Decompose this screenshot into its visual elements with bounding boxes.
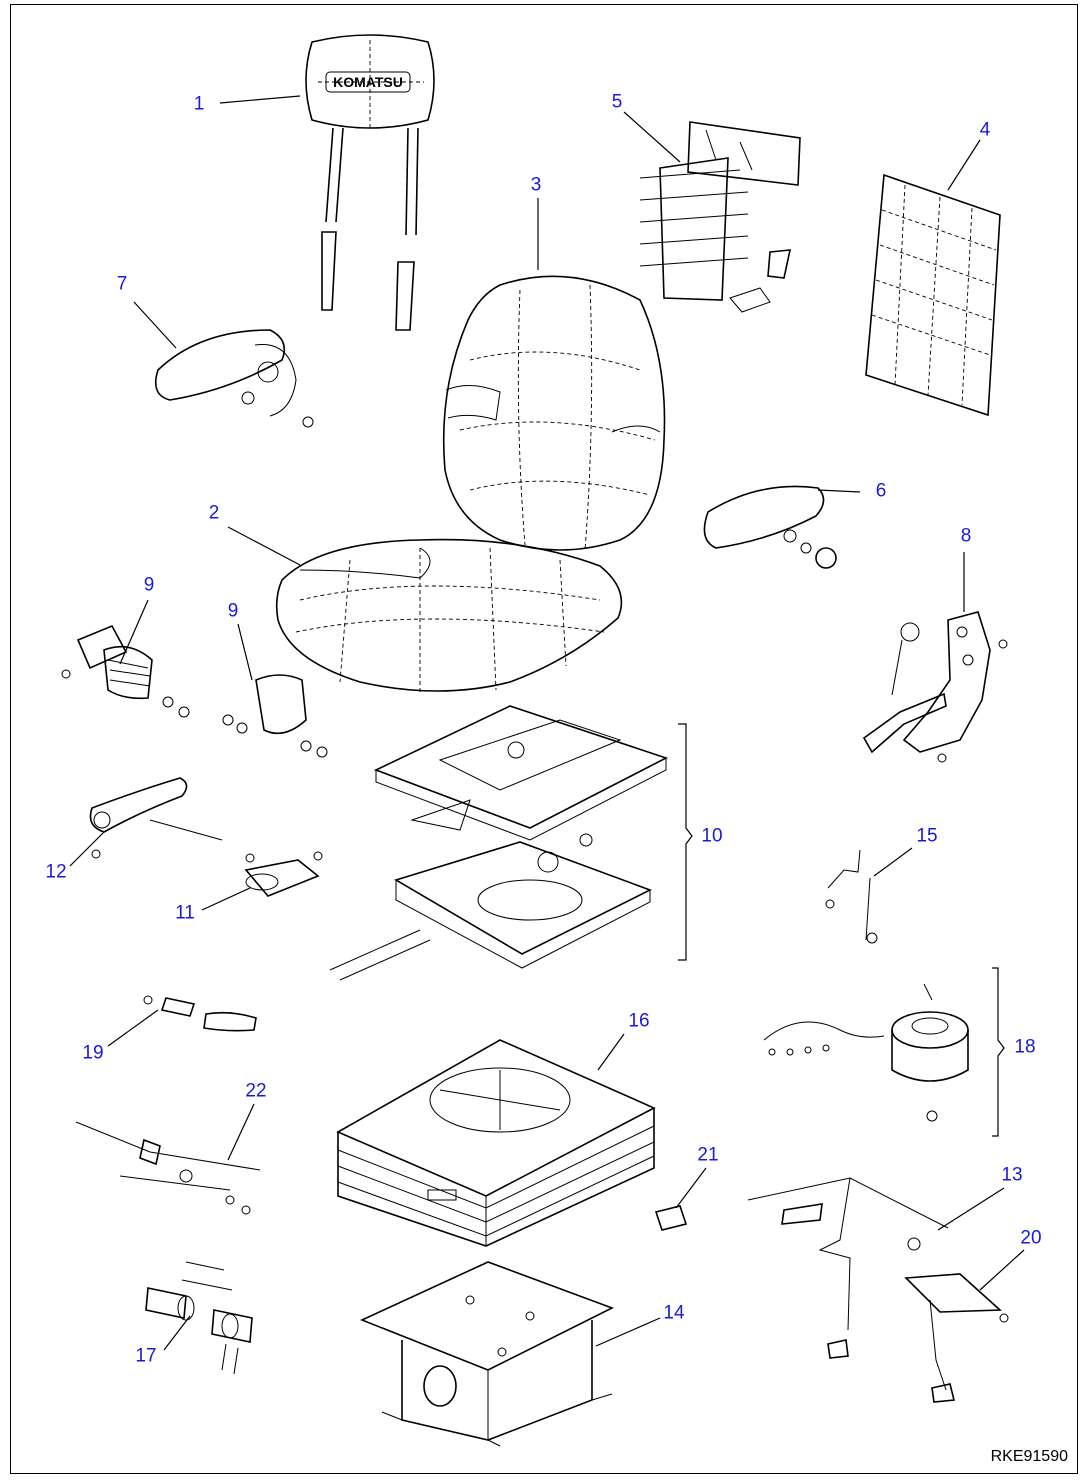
part-grip-handle[interactable] xyxy=(143,995,257,1032)
callout-7[interactable]: 7 xyxy=(116,273,128,295)
part-seat-cushion[interactable] xyxy=(275,538,623,694)
part-back-cover[interactable] xyxy=(865,173,1001,417)
callout-2[interactable]: 2 xyxy=(208,502,220,524)
callout-8[interactable]: 8 xyxy=(960,525,972,547)
part-armrest-left[interactable] xyxy=(154,329,314,428)
part-side-bracket[interactable] xyxy=(862,611,1008,763)
callout-14[interactable]: 14 xyxy=(663,1302,685,1324)
part-backrest-frame[interactable] xyxy=(639,121,801,313)
part-wire-harness[interactable] xyxy=(747,1177,949,1359)
callout-9-right[interactable]: 9 xyxy=(227,600,239,622)
callout-4[interactable]: 4 xyxy=(979,119,991,141)
callout-1[interactable]: 1 xyxy=(193,93,205,115)
part-armrest-right[interactable] xyxy=(703,485,837,569)
callout-11[interactable]: 11 xyxy=(175,902,195,924)
part-switch[interactable] xyxy=(654,1205,688,1231)
callout-9-left[interactable]: 9 xyxy=(143,574,155,596)
callout-18[interactable]: 18 xyxy=(1014,1036,1036,1058)
callout-21[interactable]: 21 xyxy=(697,1144,719,1166)
part-lever-knob-left[interactable] xyxy=(61,624,190,718)
callout-19[interactable]: 19 xyxy=(82,1042,104,1064)
callout-10[interactable]: 10 xyxy=(701,825,723,847)
callout-13[interactable]: 13 xyxy=(1001,1164,1023,1186)
drawing-frame xyxy=(10,4,1078,1474)
part-backrest-cushion[interactable] xyxy=(442,275,666,551)
part-lever-bracket[interactable] xyxy=(244,851,323,897)
part-suspension-unit[interactable] xyxy=(336,1039,656,1247)
callout-22[interactable]: 22 xyxy=(245,1080,267,1102)
part-base-riser[interactable] xyxy=(359,1261,615,1447)
part-wire-harness-small[interactable] xyxy=(825,849,878,944)
part-slide-rail-assembly[interactable] xyxy=(329,705,669,981)
callout-5[interactable]: 5 xyxy=(611,91,623,113)
callout-17[interactable]: 17 xyxy=(135,1345,157,1367)
part-recline-lever[interactable] xyxy=(89,777,223,859)
drawing-code: RKE91590 xyxy=(990,1448,1068,1465)
part-air-compressor[interactable] xyxy=(763,983,969,1122)
leader-lines xyxy=(69,95,1025,1351)
bracket-10 xyxy=(678,723,693,961)
part-cable-bracket[interactable] xyxy=(904,1273,1009,1403)
callout-15[interactable]: 15 xyxy=(916,825,938,847)
part-headrest[interactable]: KOMATSU xyxy=(305,34,435,331)
headrest-logo: KOMATSU xyxy=(333,74,403,90)
bracket-18 xyxy=(992,967,1005,1137)
callout-3[interactable]: 3 xyxy=(530,174,542,196)
callout-6[interactable]: 6 xyxy=(875,480,887,502)
callout-20[interactable]: 20 xyxy=(1020,1227,1042,1249)
part-lever-knob-right[interactable] xyxy=(222,674,328,758)
part-damper[interactable] xyxy=(145,1261,253,1375)
callout-12[interactable]: 12 xyxy=(45,861,67,883)
callout-16[interactable]: 16 xyxy=(628,1010,650,1032)
part-lever-linkage[interactable] xyxy=(75,1121,261,1215)
